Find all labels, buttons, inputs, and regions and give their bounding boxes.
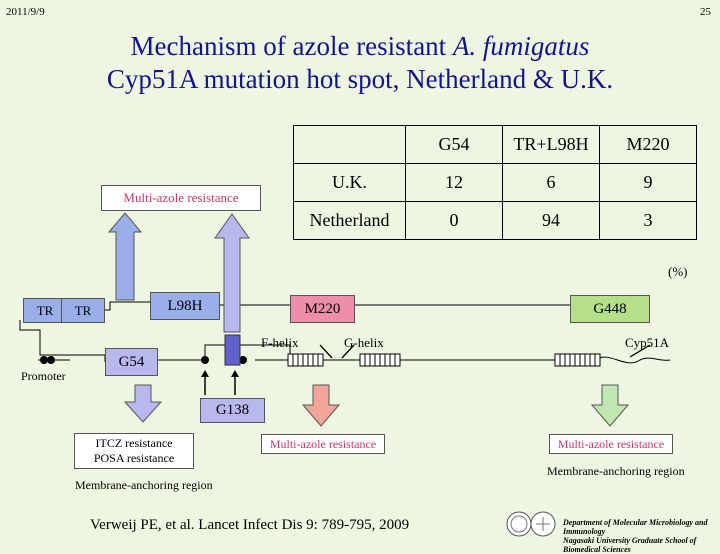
row-label: Netherland [293,201,406,240]
row-label: U.K. [293,163,406,202]
down-arrow-icon [123,384,163,423]
g-helix-label: G-helix [344,335,384,350]
arrow-icon [319,344,333,359]
mechanism-diagram [19,212,671,537]
unit-label: (%) [668,264,688,279]
slide-title: Mechanism of azole resistant A. fumigatu… [106,31,614,94]
arrow-icon [629,344,651,358]
l98h-box: L98H [150,292,220,320]
m220-box: M220 [290,295,355,323]
f-helix-segment [287,353,324,367]
tr-box: TR [61,298,105,323]
mutation-frequency-table: G54 TR+L98H M220 U.K. 12 6 9 Netherland … [293,125,697,240]
connector-line [19,320,106,362]
species-name: A. fumigatus [452,31,590,61]
itcz-posa-box: ITCZ resistance POSA resistance [74,433,194,469]
membrane-rod [224,334,241,366]
col-header: G54 [405,125,503,164]
membrane-label-right: Membrane-anchoring region [547,464,685,478]
mutation-dot [201,356,209,364]
multi-azole-mid-box: Multi-azole resistance [261,434,385,454]
membrane-label-left: Membrane-anchoring region [75,478,213,492]
col-header: TR+L98H [502,125,600,164]
table-cell: 3 [599,201,697,240]
promoter-label: Promoter [21,369,66,383]
col-header: M220 [599,125,697,164]
mutation-dot [239,356,247,364]
table-header-row: G54 TR+L98H M220 [293,125,697,164]
gene-wave [594,356,671,364]
promoter-dot [47,356,55,364]
table-cell: 94 [502,201,600,240]
down-arrow-icon [301,384,341,427]
membrane-segment [554,353,601,367]
multi-azole-right-box: Multi-azole resistance [549,434,673,454]
table-cell: 9 [599,163,697,202]
g448-box: G448 [570,295,650,323]
promoter-dot [40,356,48,364]
slide-date: 2011/9/9 [6,6,45,18]
citation: Verweij PE, et al. Lancet Infect Dis 9: … [90,517,410,533]
g54-box: G54 [105,348,158,376]
cyp51a-label: Cyp51A [625,335,670,350]
arrow-icon [341,344,355,359]
f-helix-label: F-helix [261,335,299,350]
table-row: U.K. 12 6 9 [293,163,697,202]
up-arrow-icon [107,212,143,301]
table-row: Netherland 0 94 3 [293,201,697,240]
slide-number: 25 [700,6,711,18]
g138-box: G138 [200,398,265,423]
department-footer: Department of Molecular Microbiology and… [563,518,708,554]
up-arrow-icon [214,213,250,333]
table-cell: 12 [405,163,503,202]
multi-azole-label-box: Multi-azole resistance [101,185,261,211]
down-arrow-icon [590,384,630,427]
